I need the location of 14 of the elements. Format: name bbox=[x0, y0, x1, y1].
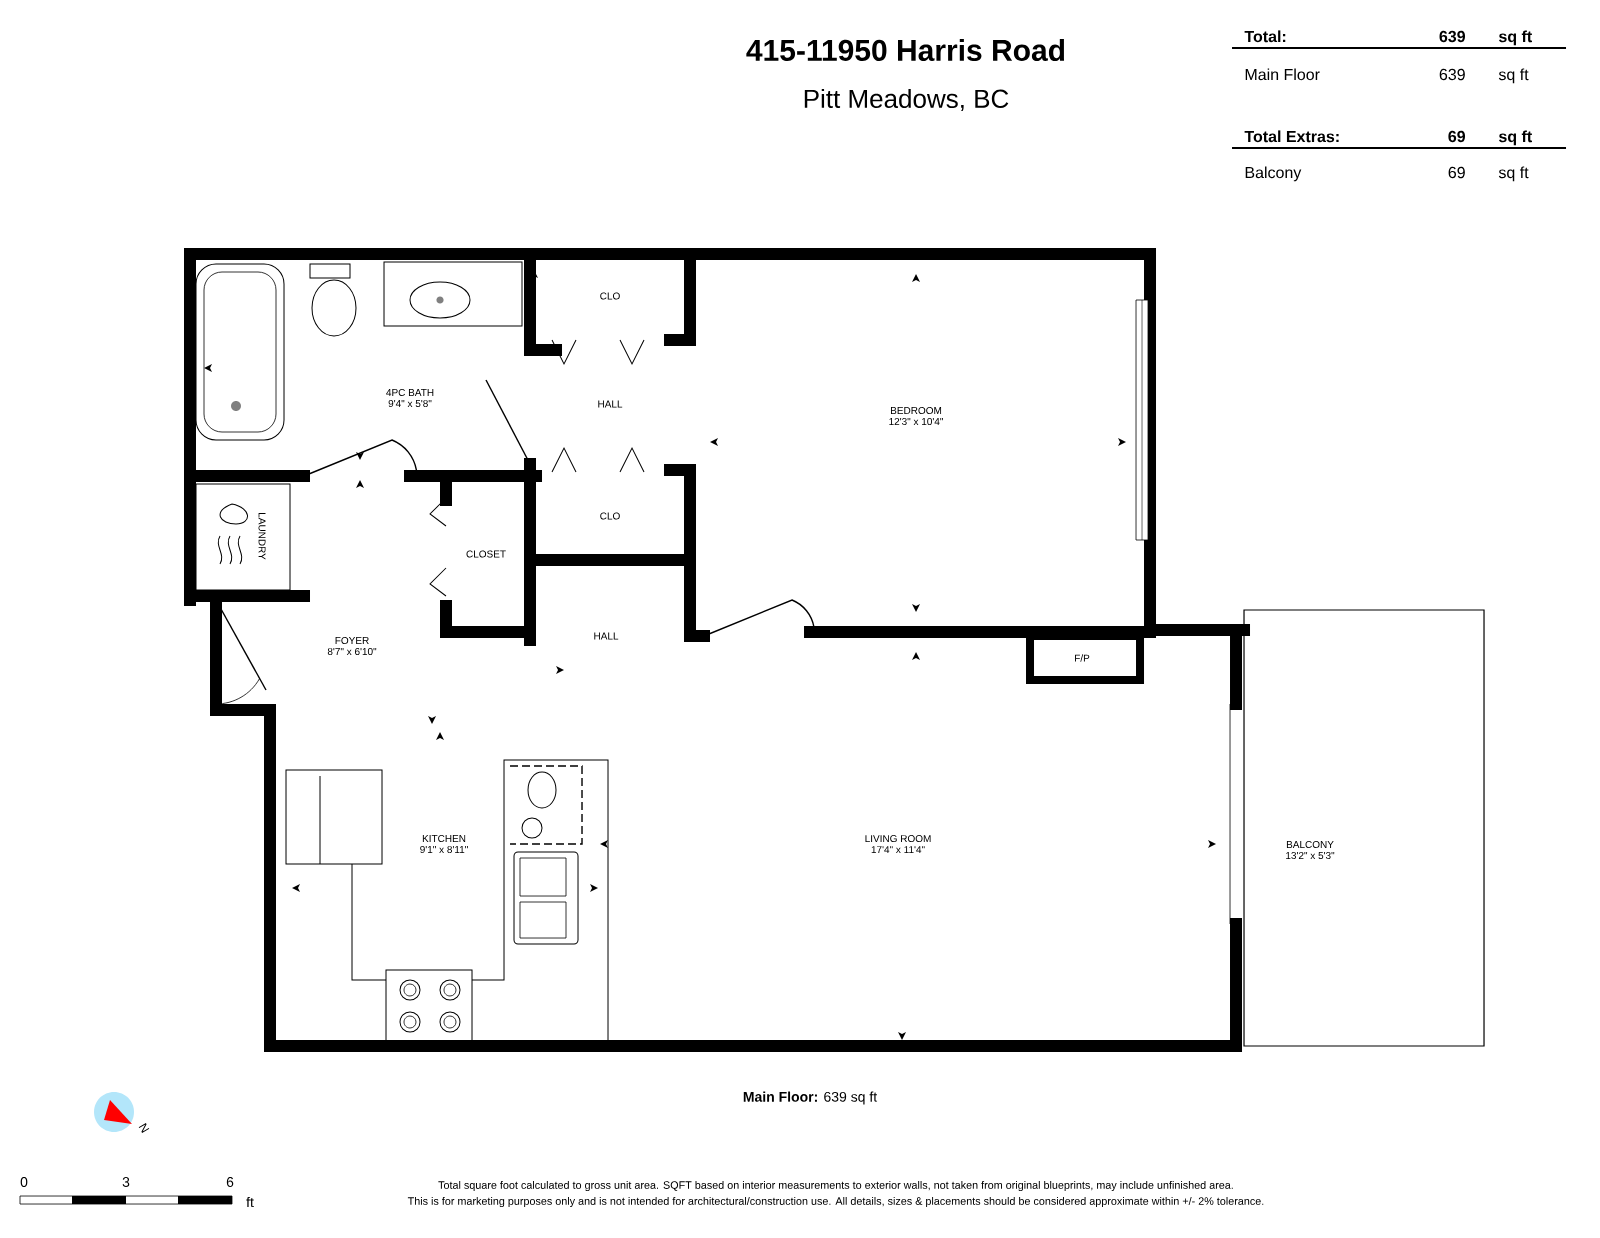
table-cell: Main Floor bbox=[1245, 68, 1320, 81]
table-cell: sq ft bbox=[1499, 130, 1532, 146]
table-cell: Total Extras: bbox=[1244, 130, 1339, 143]
table-cell: 639 bbox=[1439, 68, 1465, 81]
table-cell: 639 bbox=[1439, 30, 1466, 43]
table-cell: sq ft bbox=[1499, 30, 1532, 46]
table-cell: Total: bbox=[1244, 30, 1286, 43]
subtitle: Pitt Meadows, BC bbox=[804, 88, 1009, 112]
table-cell: Balcony bbox=[1245, 166, 1302, 182]
table-cell: sq ft bbox=[1498, 166, 1529, 182]
title: 415-11950 Harris Road bbox=[746, 39, 1065, 61]
table-cell: sq ft bbox=[1498, 68, 1529, 84]
table-cell: 69 bbox=[1448, 130, 1466, 143]
table-cell: 69 bbox=[1448, 166, 1465, 179]
